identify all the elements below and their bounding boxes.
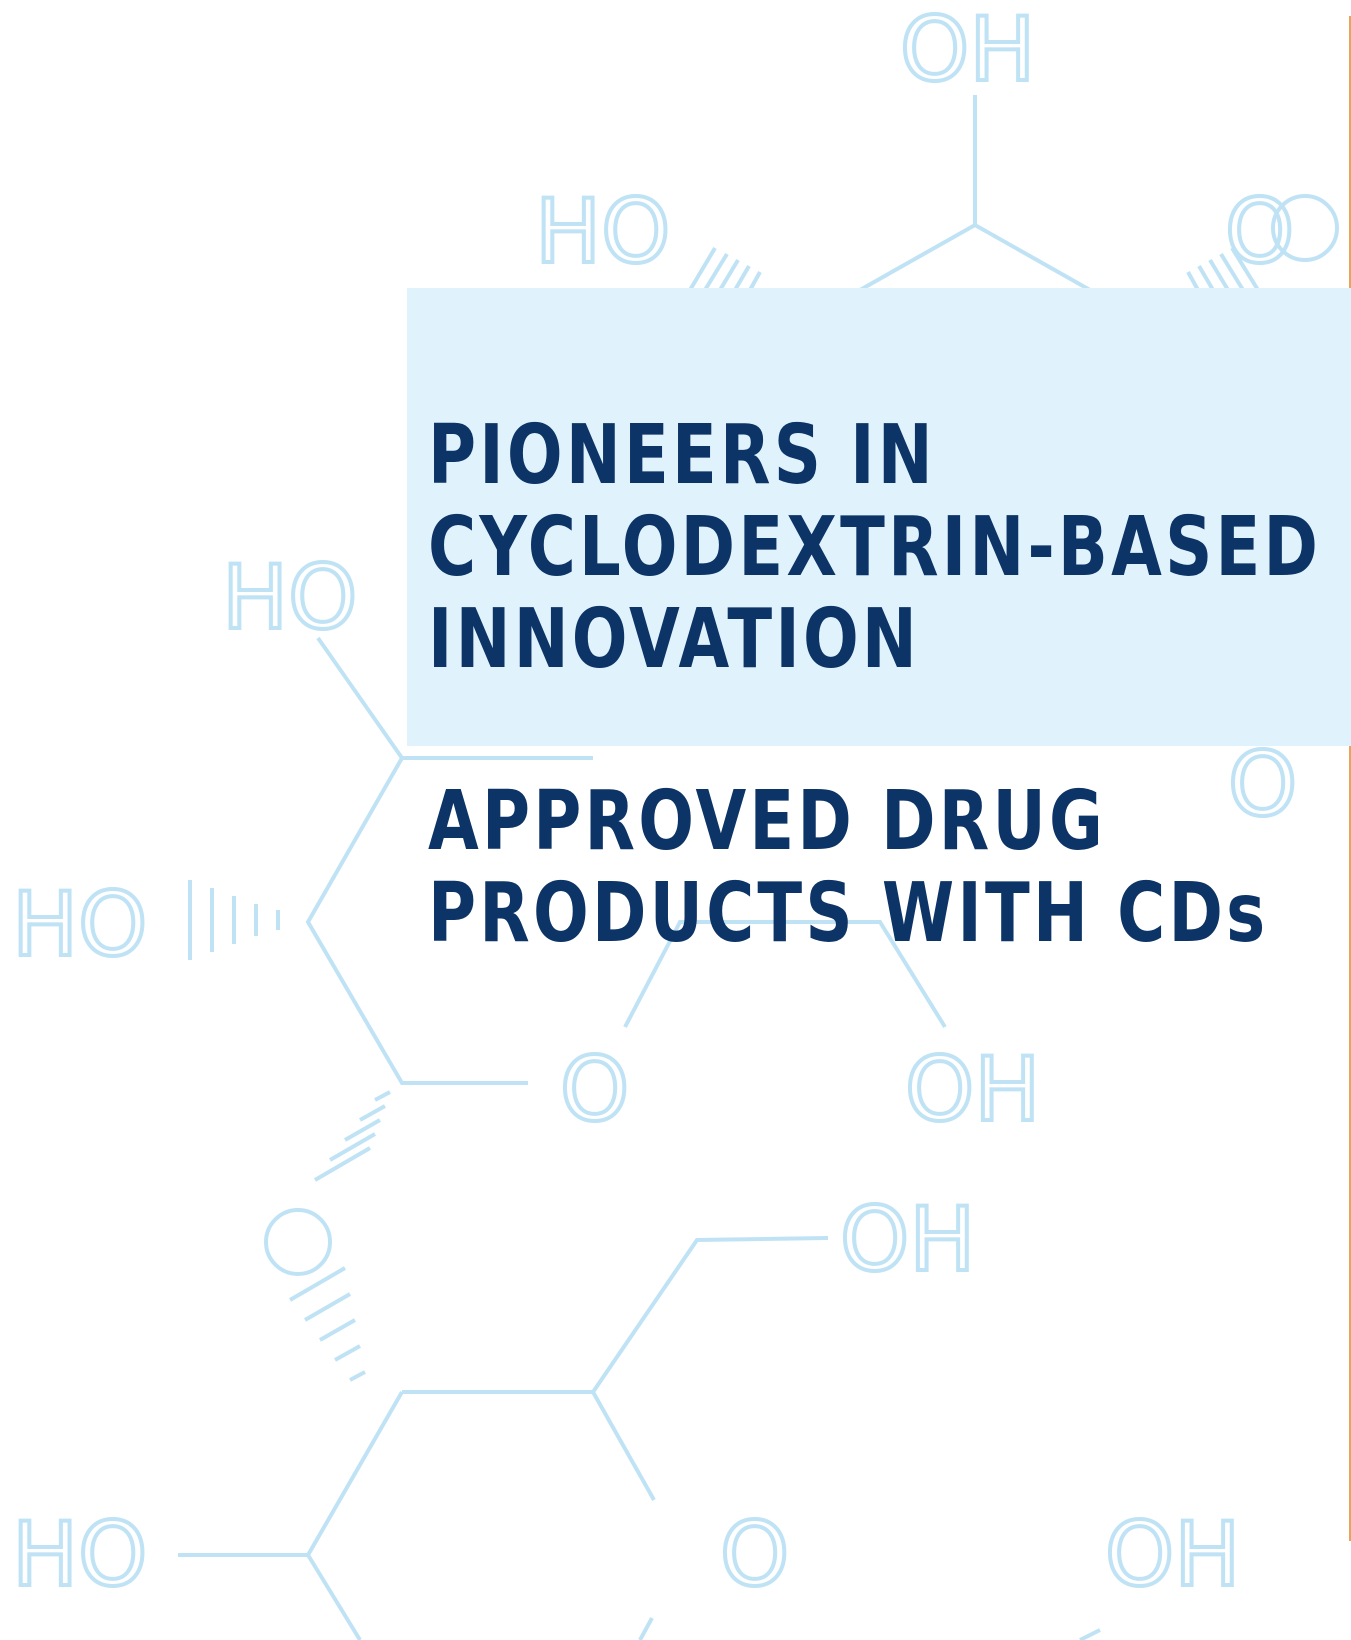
page-title-line: CYCLODEXTRIN-BASED [428, 500, 1322, 595]
page-title-line: INNOVATION [428, 592, 921, 687]
molecule-label: HO [12, 1503, 147, 1606]
page-title: PIONEERS IN CYCLODEXTRIN-BASED INNOVATIO… [428, 410, 1321, 686]
molecule-label: OH [840, 1188, 975, 1291]
page-subtitle-line: APPROVED DRUG [428, 774, 1106, 869]
molecule-label: HO [222, 546, 357, 649]
molecule-label: OH [905, 1038, 1040, 1141]
molecule-label: OH [1105, 1503, 1240, 1606]
molecule-label: HO [12, 873, 147, 976]
page-subtitle-line: PRODUCTS WITH CDs [428, 866, 1269, 961]
molecule-label: HO [535, 180, 670, 283]
page-subtitle: APPROVED DRUG PRODUCTS WITH CDs [428, 776, 1268, 960]
molecule-label: OH [900, 0, 1035, 101]
title-panel [407, 288, 1351, 746]
page-edge-rule [1349, 16, 1351, 1541]
page-title-line: PIONEERS IN [428, 408, 936, 503]
molecule-label: O [1228, 733, 1297, 836]
